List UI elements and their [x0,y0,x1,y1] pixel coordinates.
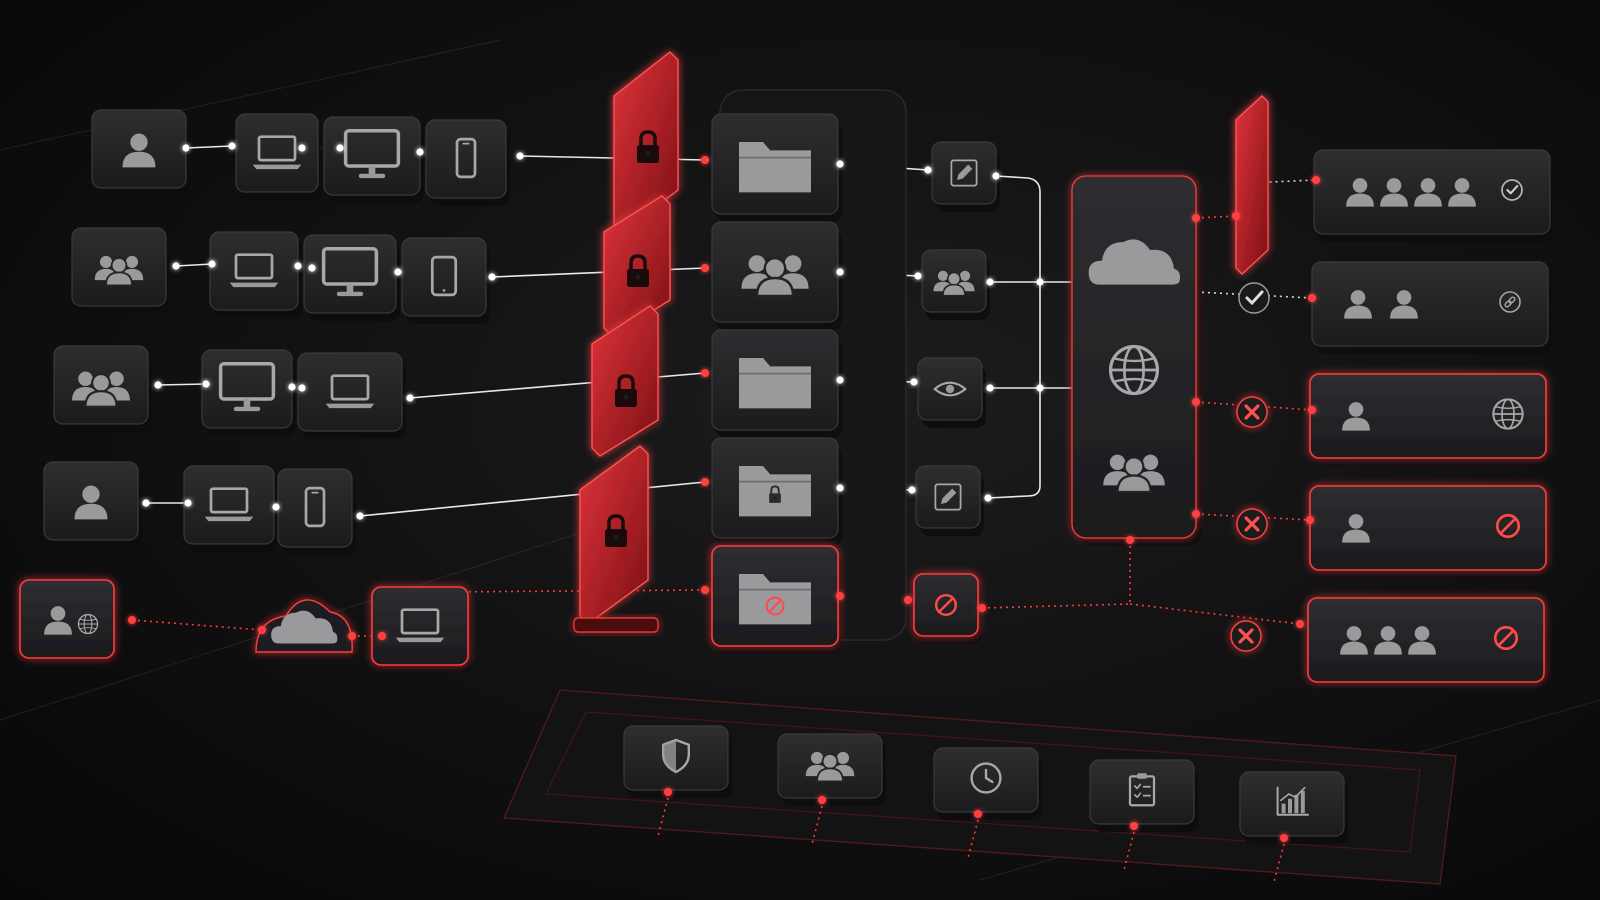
device-tile [323,116,421,196]
control-tile-5 [1239,771,1348,883]
firewall-gate-right [1235,95,1269,275]
device-tile [297,352,403,432]
identity-row-5 [19,579,472,673]
destination-tile [1309,373,1547,459]
permission-tile-3 [917,357,986,428]
destination-tile-1 [1313,149,1554,242]
destination-tile [1307,597,1545,683]
resource-tile-2 [711,221,842,330]
control-tile-2 [777,733,886,845]
policy-controls-panel [503,689,1457,885]
destination-tile-5 [1230,597,1548,690]
resource-tile-1 [711,113,842,222]
destination-tile [1311,261,1549,347]
control-tile [1089,759,1195,825]
destination-tile [1313,149,1551,235]
resource-tile-5 [711,545,842,654]
device-tile [183,465,275,545]
destination-tile-3 [1236,373,1550,466]
identity-row-3 [53,345,406,439]
check-icon [1238,282,1270,314]
resource-tile-4 [711,437,842,546]
permission-tile-4 [915,465,984,536]
control-tile [933,747,1039,813]
destination-tile-4 [1236,485,1550,578]
device-tile [425,119,507,199]
permission-tile-1 [931,141,1000,212]
identity-row-4 [43,461,356,555]
device-tile [277,468,353,548]
device-tile [371,586,469,666]
x-icon [1236,508,1268,540]
device-tile [303,234,397,314]
cloud-hub [1071,175,1202,546]
destination-tile [1309,485,1547,571]
permission-tile-2 [921,249,990,320]
control-tile-1 [623,725,732,837]
firewall-gate-1 [613,51,679,233]
identity-row-2 [71,227,490,324]
identity-tile [19,579,115,659]
x-icon [1236,396,1268,428]
firewall-gate-3 [591,305,659,457]
x-icon [1230,620,1262,652]
firewall-gate-2 [603,195,671,337]
resource-tile-3 [711,329,842,438]
device-tile [235,113,319,193]
control-tile-4 [1089,759,1198,871]
control-tile-3 [933,747,1042,859]
destination-tile-2 [1238,261,1552,354]
device-tile [201,349,293,429]
device-tile [401,237,487,317]
identity-row-1 [91,109,510,206]
firewall-gates [573,51,1269,633]
device-tile [209,231,299,311]
permission-tile-5 [913,573,982,644]
